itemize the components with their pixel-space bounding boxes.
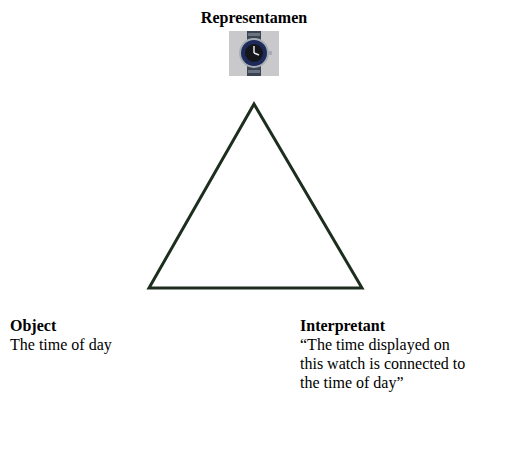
watch-crown xyxy=(268,51,272,55)
watch-hand xyxy=(253,46,255,53)
strap-link xyxy=(248,33,260,36)
watch-hand xyxy=(254,53,259,55)
watch-bezel xyxy=(241,40,267,66)
watch-case xyxy=(239,38,269,68)
vertex-heading: Representamen xyxy=(201,8,307,27)
triangle-outline xyxy=(149,104,362,288)
strap-link xyxy=(248,70,260,73)
vertex-description: “The time displayed on this watch is con… xyxy=(300,335,470,392)
watch-face xyxy=(245,44,263,62)
watch-picture xyxy=(229,31,279,76)
vertex-description: The time of day xyxy=(10,335,112,354)
vertex-heading: Object xyxy=(10,316,56,335)
vertex-heading: Interpretant xyxy=(300,316,385,335)
photo-background xyxy=(229,31,279,76)
